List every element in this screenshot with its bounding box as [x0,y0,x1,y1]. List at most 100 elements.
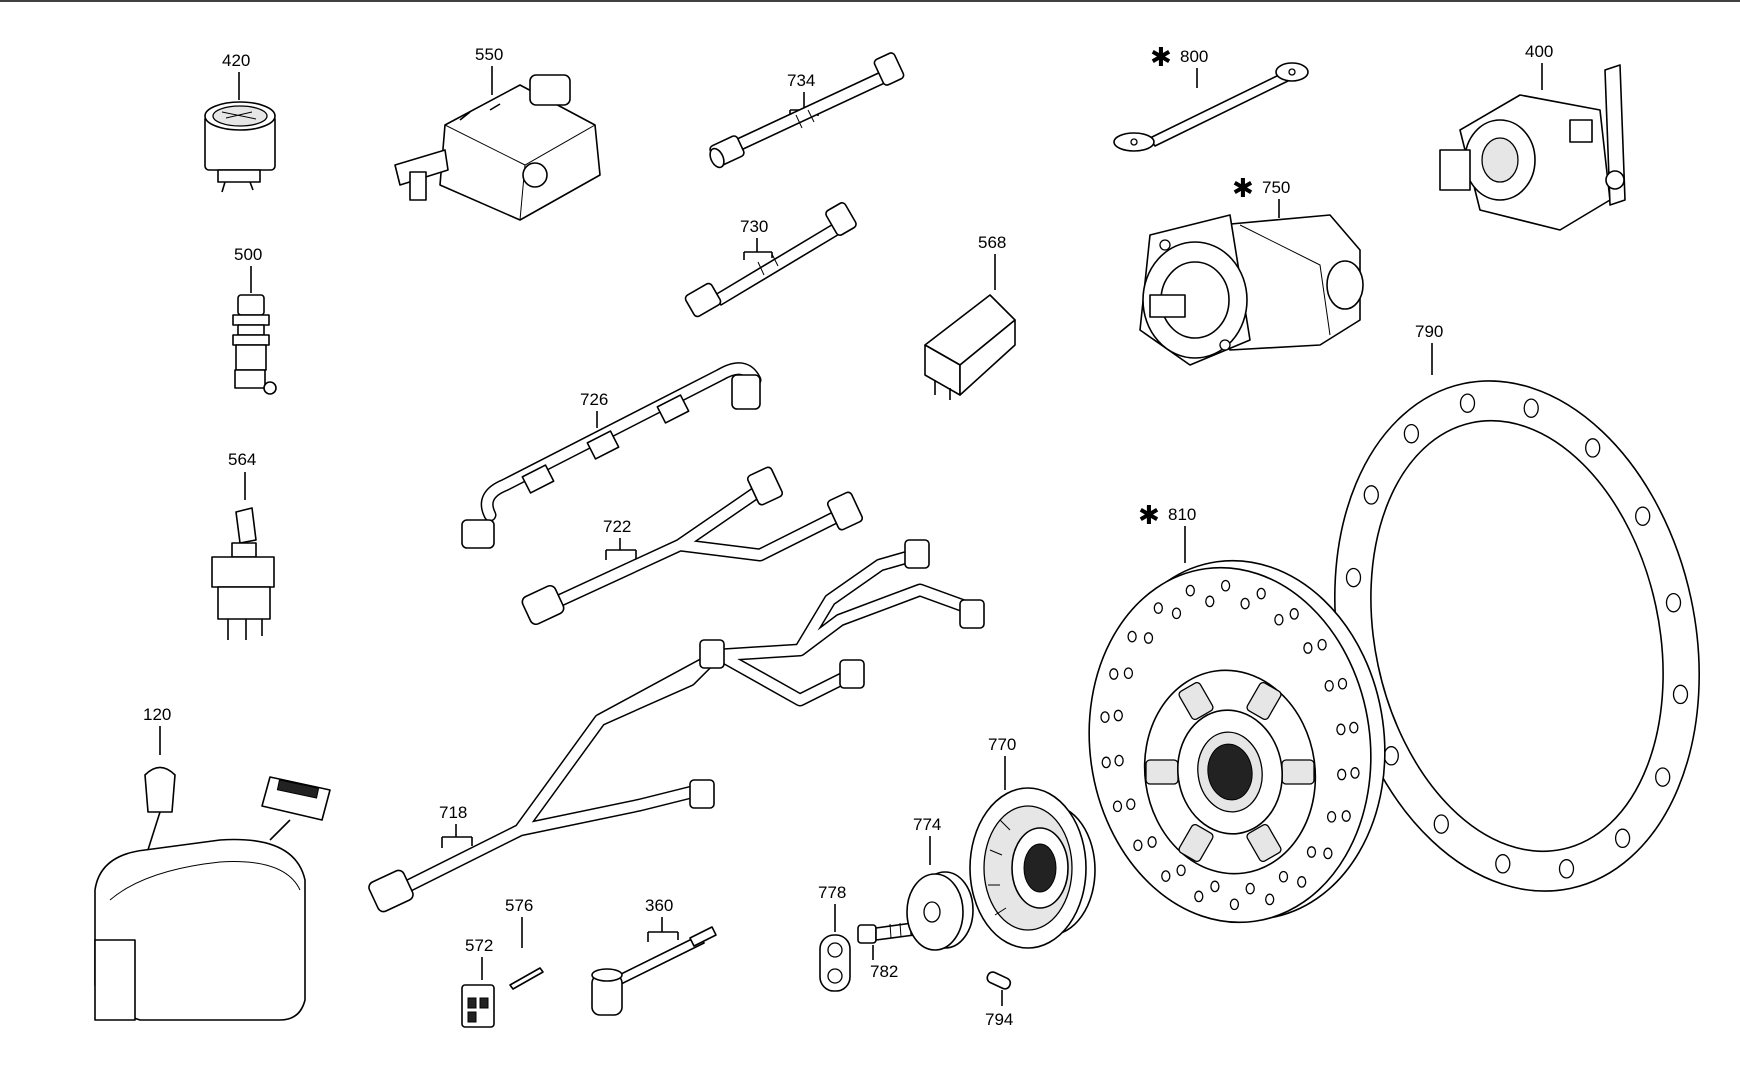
flange-bolt-hole [1614,828,1631,849]
damper-spring [1246,681,1282,721]
disc-hole [1350,767,1360,779]
label-568: 568 [978,233,1006,252]
disc-hole [1326,810,1337,823]
disc-hole [1127,630,1137,643]
round-gauge-icon [204,101,276,193]
part-726[interactable]: 726 [461,362,762,549]
disc-hole [1303,642,1313,654]
label-750: 750 [1262,178,1290,197]
disc-hole [1123,667,1134,680]
pressure-switch-icon [232,294,277,395]
disc-hole [1210,880,1220,893]
disc-hole [1176,864,1186,877]
part-778[interactable]: 778 [818,883,851,992]
disc-hole [1143,632,1154,644]
disc-hole [1240,597,1250,610]
part-722[interactable]: 722 [520,466,864,626]
toggle-switch-icon [211,507,275,640]
label-778: 778 [818,883,846,902]
cable-icon [709,52,905,169]
disc-hole [1112,800,1123,813]
flange-bolt-hole [1585,438,1601,458]
part-800[interactable]: ✱ 800 [1113,43,1309,152]
part-550[interactable]: 550 [394,45,601,221]
solenoid-valve-block-icon [394,74,601,221]
label-550: 550 [475,45,503,64]
part-730[interactable]: 730 [684,201,858,318]
flange-bolt-hole [1403,423,1420,444]
part-360[interactable]: 360 [591,896,717,1016]
part-500[interactable]: 500 [232,245,277,395]
label-420: 420 [222,51,250,70]
disc-hole [1337,677,1348,690]
ground-strap-icon [1113,62,1309,152]
disc-hole [1220,579,1231,592]
disc-hole [1194,890,1204,903]
part-790[interactable]: 790 [1289,322,1740,925]
damper-spring [1178,823,1214,863]
label-576: 576 [505,896,533,915]
part-420[interactable]: 420 [204,51,276,193]
star-800: ✱ [1150,43,1172,73]
label-120: 120 [143,705,171,724]
sensor-cable-icon [591,926,717,1016]
disc-hole [1265,893,1275,906]
part-568[interactable]: 568 [924,233,1016,400]
label-726: 726 [580,390,608,409]
part-576[interactable]: 576 [505,896,544,990]
washer-icon [906,871,974,951]
disc-hole [1153,602,1163,614]
label-800: 800 [1180,47,1208,66]
flange-bolt-hole [1433,814,1449,834]
flange-bolt-hole [1665,592,1682,613]
part-400[interactable]: 400 [1439,42,1626,231]
cable-icon [684,202,857,318]
disc-hole [1133,839,1143,852]
disc-hole [1306,846,1317,858]
part-120[interactable]: 120 [94,705,331,1021]
star-750: ✱ [1232,174,1254,204]
part-718[interactable]: 718 [367,539,985,914]
flange-bolt-hole [1383,746,1399,766]
part-564[interactable]: 564 [211,450,275,640]
flange-bolt-hole [1672,684,1689,705]
damper-spring [1246,823,1282,863]
switch-guard-icon [924,294,1016,400]
damper-spring [1281,759,1315,785]
flange-bolt-hole [1459,393,1476,413]
label-360: 360 [645,896,673,915]
disc-hole [1171,607,1182,620]
disc-hole [1349,721,1359,734]
part-770[interactable]: 770 [969,735,1096,949]
part-774[interactable]: 774 [906,815,974,951]
part-734[interactable]: 734 [707,52,905,170]
damper-spring [1178,681,1214,721]
label-718: 718 [439,803,467,822]
part-572[interactable]: 572 [461,936,495,1028]
disc-hole [1185,584,1195,597]
label-500: 500 [234,245,262,264]
star-810: ✱ [1138,501,1160,531]
disc-hole [1274,613,1284,626]
flange-bolt-hole [1635,506,1651,526]
hydraulic-motor-icon [1139,214,1364,366]
label-810: 810 [1168,505,1196,524]
disc-hole [1245,882,1255,895]
control-lever-icon [94,766,331,1021]
flange-bolt-hole [1363,485,1379,505]
label-730: 730 [740,217,768,236]
part-810[interactable]: ✱ 810 [1067,501,1408,941]
label-794: 794 [985,1010,1013,1029]
cable-harness-icon [521,466,864,626]
damper-spring [1145,759,1179,785]
part-750[interactable]: ✱ 750 [1139,174,1364,366]
disc-hole [1324,679,1334,692]
disc-hole [1289,608,1299,620]
flange-bolt-hole [1495,854,1511,874]
disc-hole [1278,870,1289,883]
flywheel-disc-icon [1088,559,1386,924]
part-794[interactable]: 794 [985,970,1013,1029]
disc-hole [1147,836,1157,848]
disc-hole [1336,723,1346,736]
